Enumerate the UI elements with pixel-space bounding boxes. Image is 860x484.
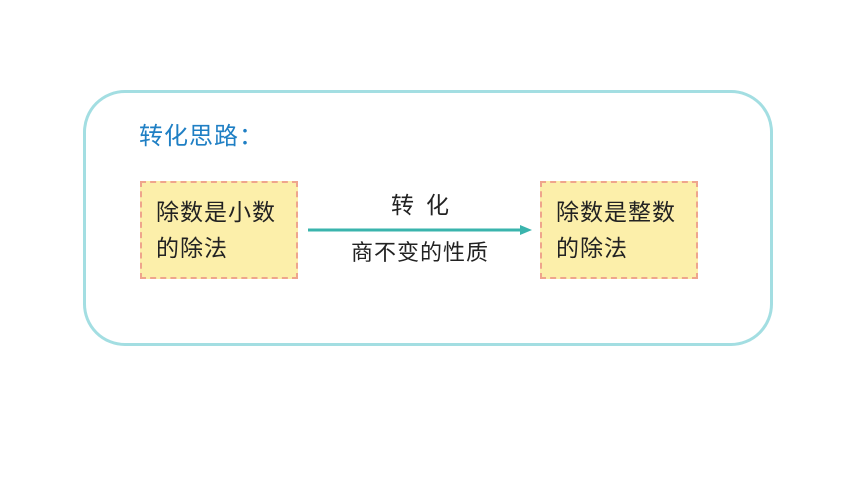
right-arrow-icon	[308, 225, 532, 235]
left-box-line-1: 除数是小数	[156, 200, 276, 226]
right-box-line-1: 除数是整数	[556, 200, 676, 226]
left-box: 除数是小数 的除法	[140, 181, 298, 279]
arrow-top-label: 转化	[391, 193, 461, 219]
arrow-bottom-label: 商不变的性质	[350, 241, 489, 266]
left-box-line-2: 的除法	[156, 236, 228, 262]
heading: 转化思路：	[139, 122, 264, 150]
right-box: 除数是整数 的除法	[540, 181, 698, 279]
right-box-line-2: 的除法	[556, 236, 628, 262]
